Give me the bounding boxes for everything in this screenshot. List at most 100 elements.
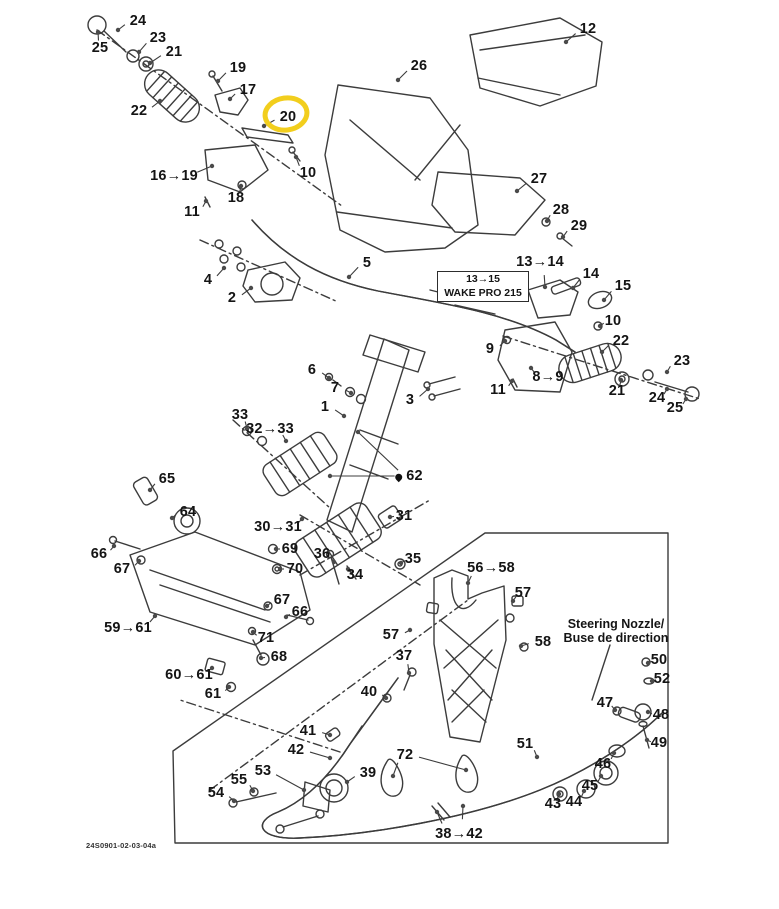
spring-left [139, 64, 205, 128]
part-marker-dot [664, 386, 670, 392]
part-label-10: 10 [299, 164, 317, 181]
part-marker-dot [618, 377, 624, 383]
part-label-16-19: 16→19 [150, 167, 198, 184]
part-label-55: 55 [230, 771, 248, 788]
part-marker-dot [465, 580, 471, 586]
part-marker-dot [327, 755, 333, 761]
part-marker-dot [248, 285, 254, 291]
part-label-4: 4 [203, 271, 213, 288]
part-marker-dot [258, 655, 264, 661]
part-label-20: 20 [279, 108, 297, 125]
part-marker-dot [518, 643, 524, 649]
leader-line [309, 751, 331, 759]
leader-line [461, 805, 464, 820]
part-marker-dot [611, 750, 617, 756]
part-marker-dot [395, 77, 401, 83]
part-label-62: 62 [393, 469, 423, 484]
part-label-69: 69 [281, 540, 299, 557]
wake-pro-callout-box: 13→15 WAKE PRO 215 [437, 271, 529, 302]
part-marker-dot [326, 375, 332, 381]
part-marker-dot [390, 773, 396, 779]
part-label-26: 26 [410, 57, 428, 74]
part-label-58: 58 [534, 633, 552, 650]
part-label-28: 28 [552, 201, 570, 218]
part-label-14: 14 [582, 265, 600, 282]
part-label-31: 31 [395, 507, 413, 524]
part-marker-dot [581, 788, 587, 794]
part-label-21: 21 [165, 43, 183, 60]
part-label-50: 50 [650, 651, 668, 668]
part-label-64: 64 [179, 503, 197, 520]
leader-line [196, 165, 213, 173]
part-marker-dot [425, 386, 431, 392]
part-marker-dot [644, 737, 650, 743]
part-marker-dot [563, 39, 569, 45]
part-marker-dot [152, 613, 158, 619]
part-marker-dot [556, 791, 562, 797]
part-marker-dot [215, 78, 221, 84]
support-base-group [110, 476, 314, 692]
cover-front [325, 85, 478, 252]
part-marker-dot [147, 60, 153, 66]
part-label-25: 25 [91, 39, 109, 56]
part-label-25: 25 [666, 399, 684, 416]
part-marker-dot [502, 338, 508, 344]
part-marker-dot [250, 788, 256, 794]
part-marker-dot [612, 707, 618, 713]
part-marker-dot [346, 274, 352, 280]
part-marker-dot [273, 546, 279, 552]
part-marker-dot [227, 96, 233, 102]
cable-clamp-group [229, 782, 330, 833]
highlight-ellipse [262, 95, 310, 133]
part-marker-dot [599, 349, 605, 355]
part-label-39: 39 [359, 764, 377, 781]
part-marker-dot [136, 558, 142, 564]
callout-range: 13→15 [466, 273, 500, 286]
part-label-59-61: 59→61 [104, 619, 152, 636]
part-marker-dot [355, 429, 361, 435]
part-label-53: 53 [254, 762, 272, 779]
part-marker-dot [514, 188, 520, 194]
part-label-9: 9 [485, 340, 495, 357]
part-label-61: 61 [204, 685, 222, 702]
part-label-24: 24 [648, 389, 666, 406]
part-marker-dot [598, 773, 604, 779]
part-marker-dot [327, 473, 333, 479]
part-label-37: 37 [395, 647, 413, 664]
leader-line [418, 756, 467, 771]
steering-cable [262, 668, 662, 838]
part-label-65: 65 [158, 470, 176, 487]
part-label-45: 45 [581, 777, 599, 794]
note-line-fr: Buse de direction [563, 631, 669, 646]
part-label-10: 10 [604, 312, 622, 329]
part-label-72: 72 [396, 746, 414, 763]
part-label-68: 68 [270, 648, 288, 665]
part-marker-dot [115, 27, 121, 33]
part-label-18: 18 [227, 189, 245, 206]
part-label-21: 21 [608, 382, 626, 399]
part-label-35: 35 [404, 550, 422, 567]
part-label-48: 48 [652, 706, 670, 723]
part-label-57: 57 [382, 626, 400, 643]
cover-lower [432, 172, 545, 235]
part-marker-dot [283, 614, 289, 620]
part-marker-dot [528, 365, 534, 371]
part-marker-dot [209, 163, 215, 169]
part-label-6: 6 [307, 361, 317, 378]
part-label-47: 47 [596, 694, 614, 711]
part-marker-dot [383, 695, 389, 701]
part-marker-dot [203, 198, 209, 204]
part-label-2: 2 [227, 289, 237, 306]
part-marker-dot [460, 803, 466, 809]
part-label-11: 11 [490, 381, 506, 398]
part-label-3: 3 [405, 391, 415, 408]
part-label-46: 46 [594, 755, 612, 772]
part-label-29: 29 [570, 217, 588, 234]
part-label-38-42: 38→42 [435, 825, 483, 842]
part-marker-dot [95, 29, 101, 35]
part-label-49: 49 [650, 734, 668, 751]
part-marker-dot [601, 297, 607, 303]
part-label-22: 22 [130, 102, 148, 119]
part-label-8-9: 8→9 [532, 368, 564, 385]
part-marker-dot [683, 396, 689, 402]
